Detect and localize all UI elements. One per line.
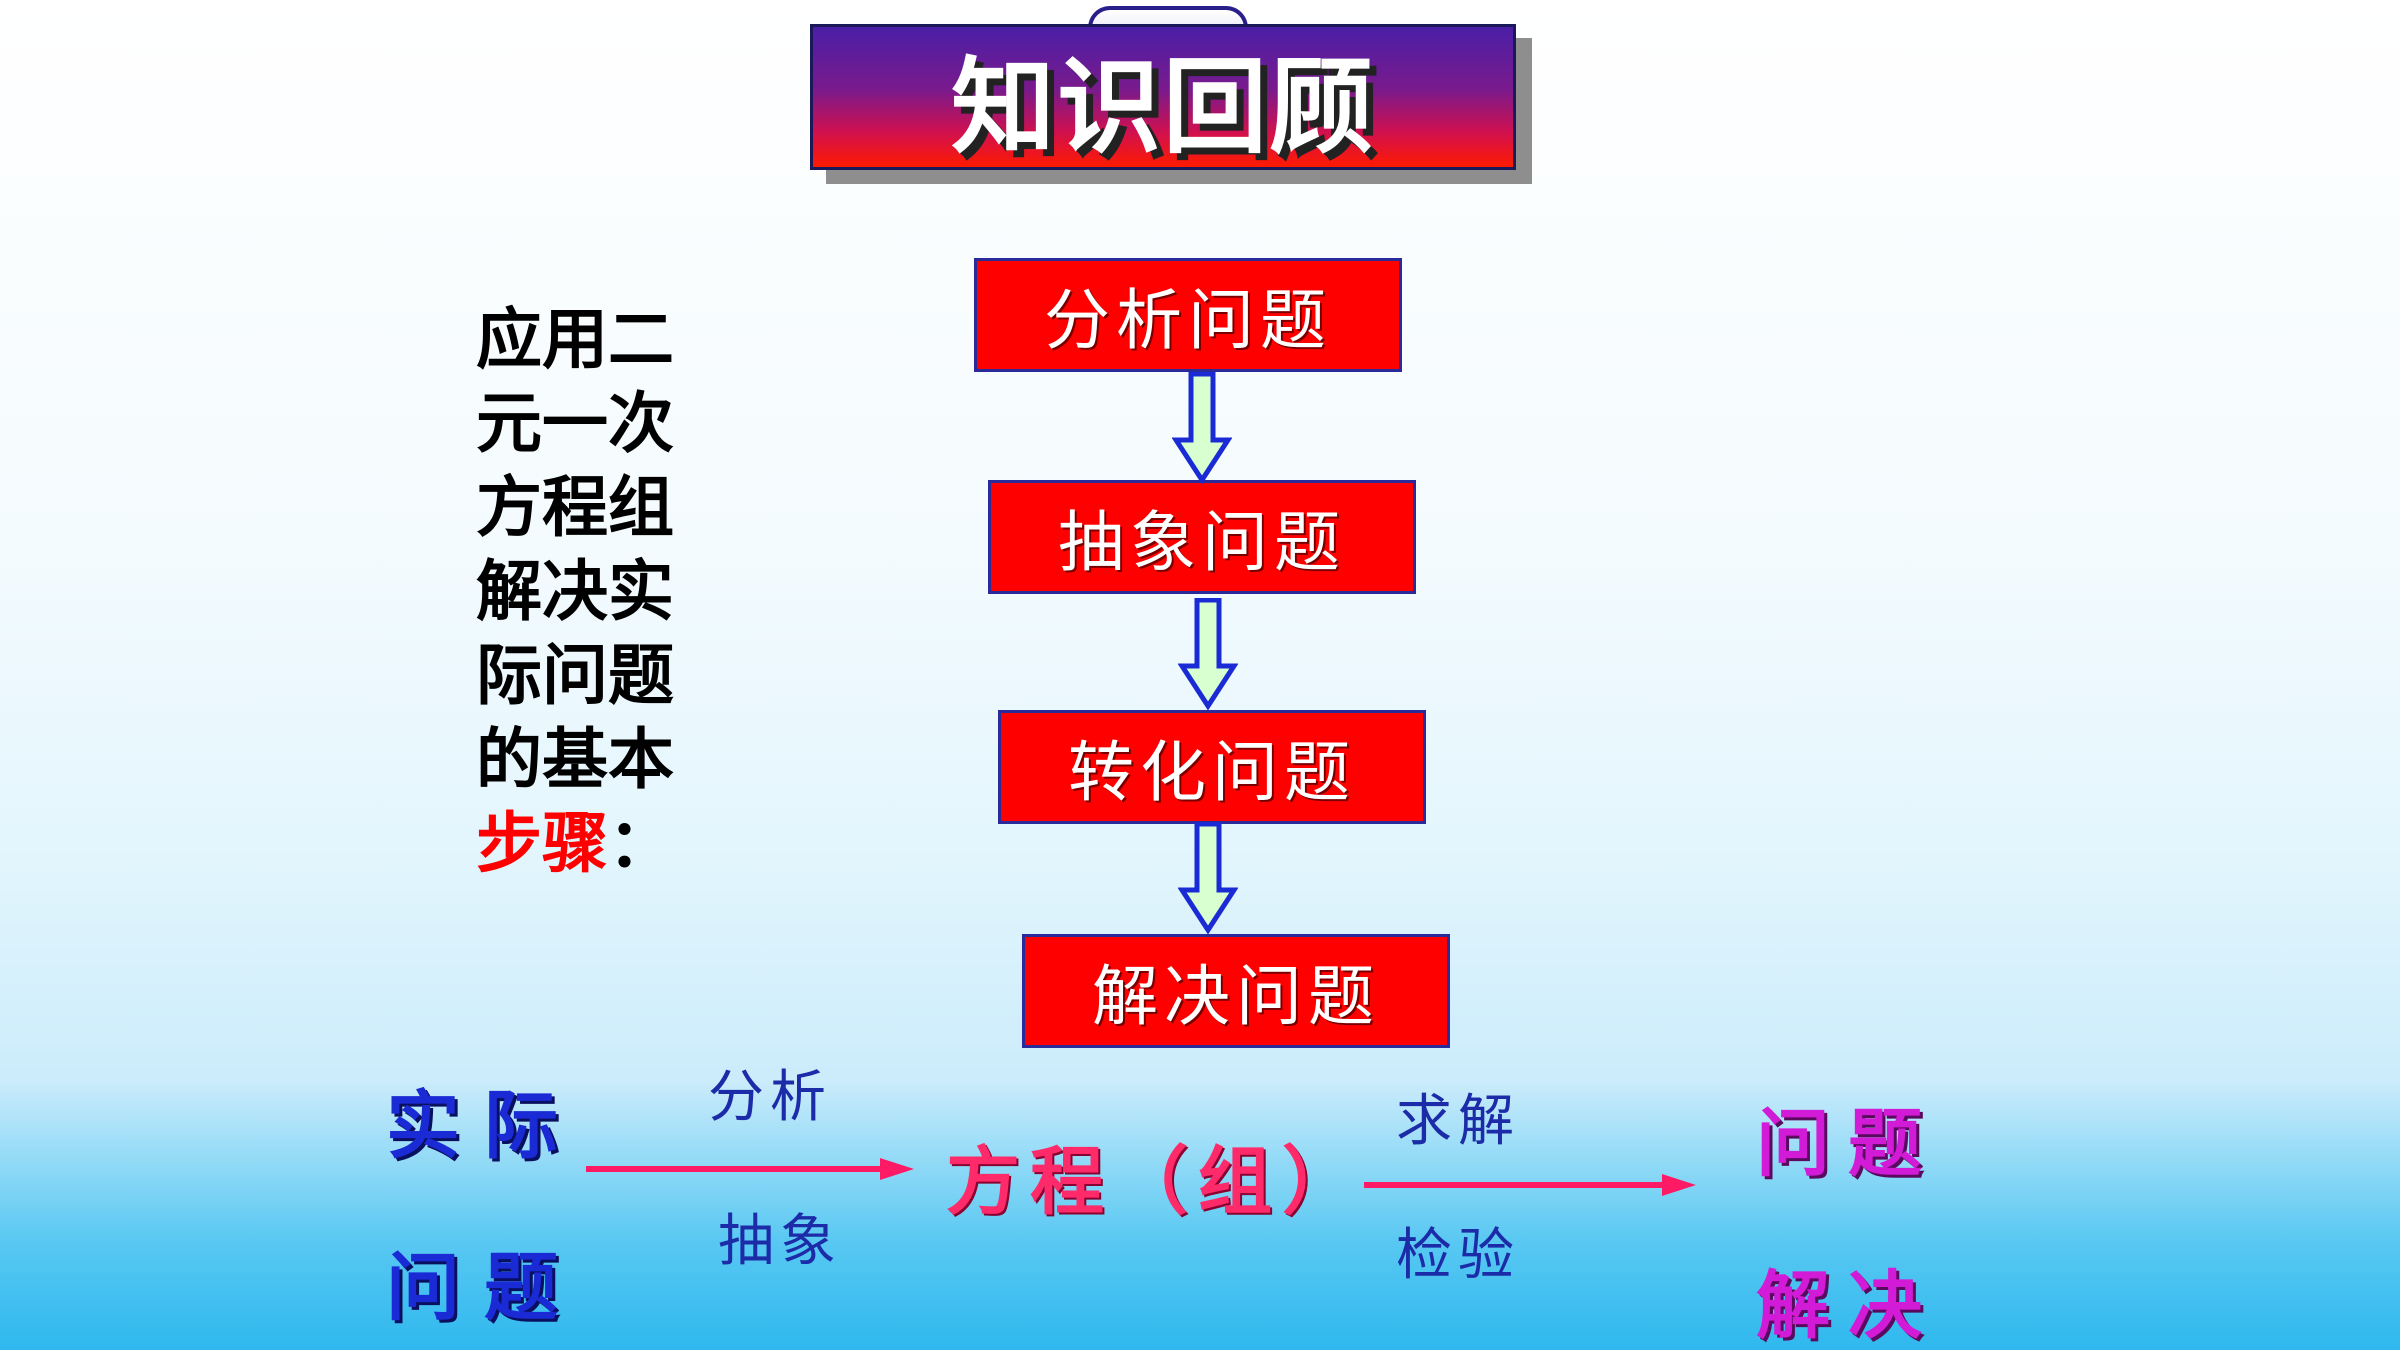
arrow1-bottom-label: 抽象 <box>718 1209 842 1274</box>
middle-label: 方程（组） <box>946 1139 1366 1225</box>
down-arrow-icon <box>1178 822 1238 934</box>
step-abstract: 抽象问题 <box>988 480 1416 594</box>
title-banner: 知识回顾 <box>810 24 1516 170</box>
right-arrow-icon <box>586 1158 914 1180</box>
arrow2-bottom-label: 检验 <box>1396 1223 1520 1288</box>
steps-description-main: 应用二元一次方程组解决实际问题的基本 <box>476 301 674 798</box>
start-label-line1: 实际 <box>386 1083 582 1169</box>
page-title: 知识回顾 <box>950 45 1375 168</box>
step-analyze: 分析问题 <box>974 258 1402 372</box>
start-label-line2: 问题 <box>386 1245 582 1331</box>
steps-description-highlight: 步骤 <box>476 805 608 882</box>
end-label-line2: 解决 <box>1756 1263 1940 1349</box>
down-arrow-icon <box>1172 372 1232 484</box>
steps-description: 应用二元一次方程组解决实际问题的基本步骤： <box>476 298 706 886</box>
steps-description-tail: ： <box>608 805 674 882</box>
right-arrow-icon <box>1364 1174 1696 1196</box>
down-arrow-icon <box>1178 598 1238 710</box>
arrow1-top-label: 分析 <box>708 1065 832 1130</box>
end-label-line1: 问题 <box>1756 1101 1940 1187</box>
step-transform: 转化问题 <box>998 710 1426 824</box>
arrow2-top-label: 求解 <box>1396 1089 1520 1154</box>
step-solve: 解决问题 <box>1022 934 1450 1048</box>
